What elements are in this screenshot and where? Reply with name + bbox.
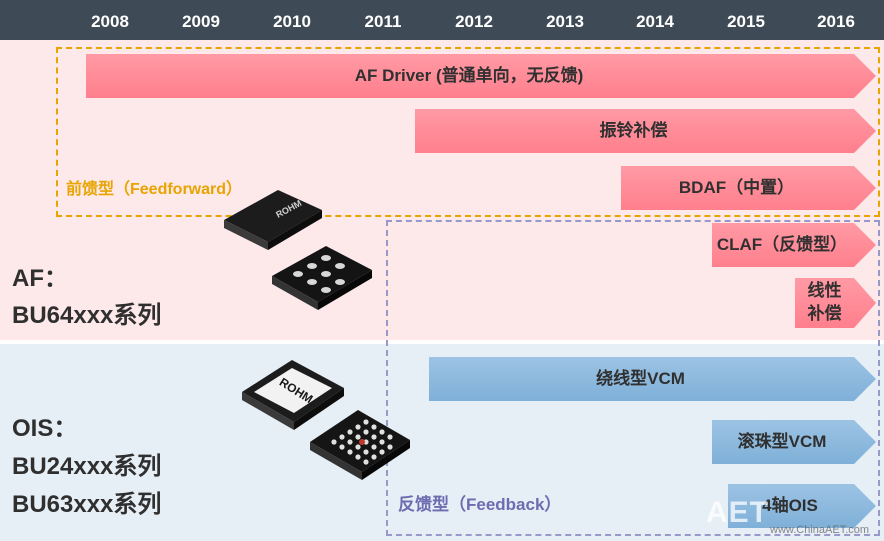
arrow-claf: CLAF（反馈型） xyxy=(712,223,876,267)
af-chip-bottom-image xyxy=(272,246,372,310)
feedforward-label: 前馈型（Feedforward） xyxy=(66,181,243,198)
ois-chip-bottom-image xyxy=(310,410,410,480)
arrow-af-driver-label: AF Driver (普通单向，无反馈) xyxy=(354,65,584,85)
arrow-ball-vcm-label: 滚珠型VCM xyxy=(737,431,827,451)
year-2011: 2011 xyxy=(364,12,402,31)
year-2012: 2012 xyxy=(455,12,493,31)
year-2013: 2013 xyxy=(546,12,584,31)
ois-series-name-2: BU63xxx系列 xyxy=(12,491,162,518)
year-2008: 2008 xyxy=(91,12,129,31)
feedforward-group-box xyxy=(56,47,880,217)
year-2016: 2016 xyxy=(817,12,855,31)
arrow-bdaf-label: BDAF（中置） xyxy=(678,177,795,197)
ois-series-title: OIS： xyxy=(12,415,78,442)
arrow-wire-vcm: 绕线型VCM xyxy=(429,357,876,401)
year-header: 2008 2009 2010 2011 2012 2013 2014 2015 … xyxy=(0,0,884,40)
year-2015: 2015 xyxy=(727,12,765,31)
arrow-vibration-compensation-label: 振铃补偿 xyxy=(599,120,668,140)
watermark-site: www.ChinaAET.com xyxy=(770,524,870,536)
arrow-af-driver: AF Driver (普通单向，无反馈) xyxy=(86,54,876,98)
year-2009: 2009 xyxy=(182,12,220,31)
feedback-group-box xyxy=(386,220,880,536)
arrow-ball-vcm: 滚珠型VCM xyxy=(712,420,876,464)
af-series-title: AF： xyxy=(12,265,68,292)
arrow-wire-vcm-label: 绕线型VCM xyxy=(596,368,685,388)
arrow-claf-label: CLAF（反馈型） xyxy=(716,234,848,254)
arrow-vibration-compensation: 振铃补偿 xyxy=(415,109,876,153)
feedback-label: 反馈型（Feedback） xyxy=(398,495,562,514)
arrow-bdaf: BDAF（中置） xyxy=(621,166,876,210)
af-chip-top-image: ROHM xyxy=(224,190,322,250)
linear-comp-line2: 补偿 xyxy=(807,304,842,323)
ois-series-name-1: BU24xxx系列 xyxy=(12,453,162,480)
arrow-four-axis-ois-label: 4轴OIS xyxy=(762,495,818,515)
af-series-name: BU64xxx系列 xyxy=(12,302,162,329)
linear-comp-line1: 线性 xyxy=(807,281,842,301)
year-2014: 2014 xyxy=(636,12,674,31)
year-2010: 2010 xyxy=(273,12,311,31)
arrow-four-axis-ois: 4轴OIS xyxy=(728,484,876,528)
arrow-linear-compensation-label: 线性 补偿 xyxy=(795,278,854,328)
watermark-logo: AET xyxy=(706,496,769,529)
ois-chip-top-image: ROHM xyxy=(242,360,344,430)
